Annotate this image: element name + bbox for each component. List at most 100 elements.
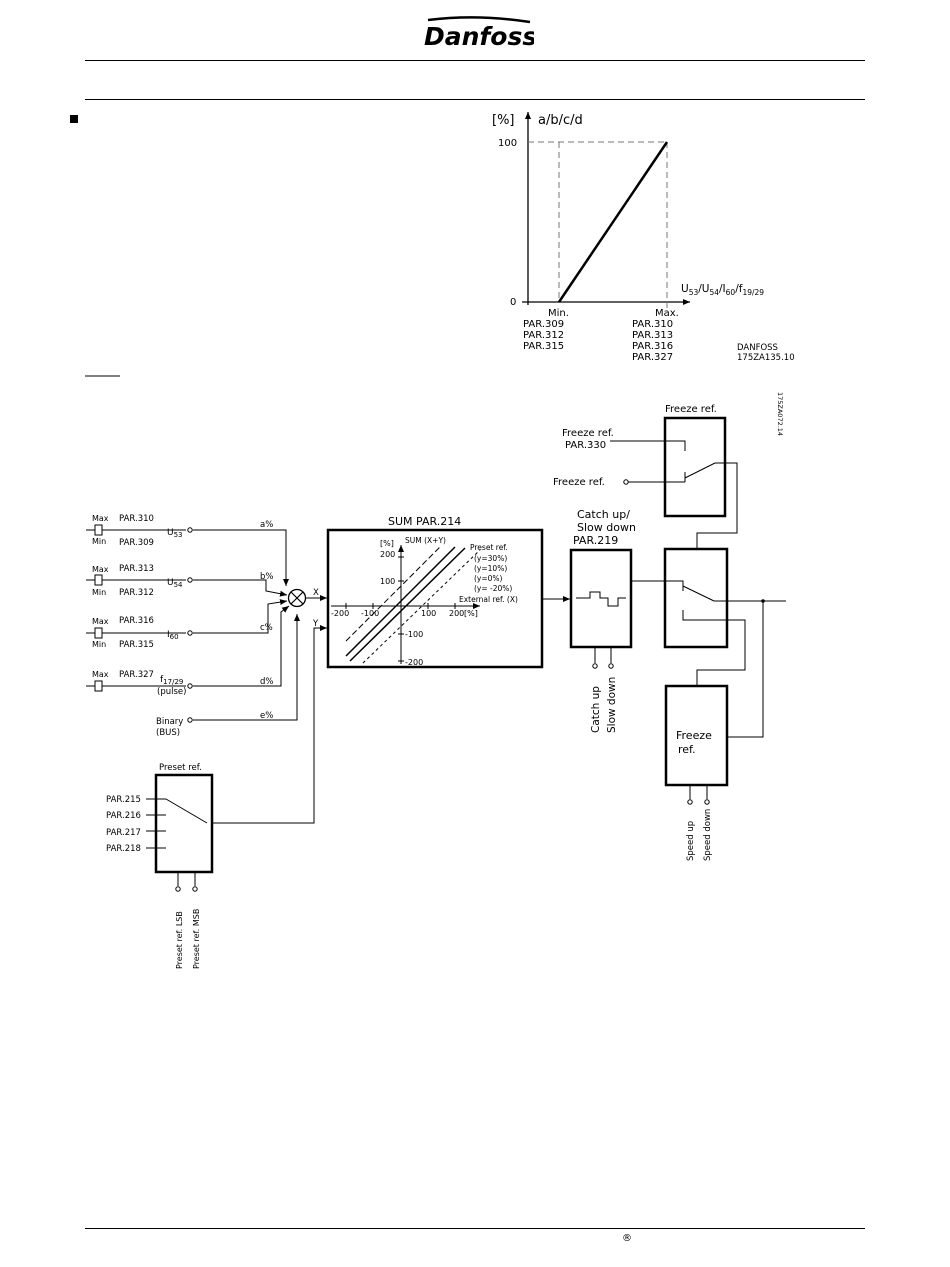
- freeze-lower-line-1: Freeze: [676, 729, 712, 742]
- binary-label-1: Binary: [156, 717, 183, 727]
- terminal-icon: [608, 663, 614, 669]
- input-par-max: PAR.316: [119, 616, 154, 626]
- sum-preset-value: (y=0%): [474, 574, 503, 583]
- terminal-icon: [704, 799, 710, 805]
- input-min: Min: [92, 588, 106, 597]
- junction-wiring: [193, 529, 327, 824]
- freeze-ref-top-block: Freeze ref. Freeze ref. PAR.330 Freeze r…: [553, 404, 738, 549]
- logo-text: Danfoss: [424, 22, 534, 51]
- preset-par: PAR.218: [106, 844, 141, 854]
- preset-par: PAR.217: [106, 828, 141, 838]
- input-pct: b%: [260, 572, 273, 582]
- catchup-title-1: Catch up/: [577, 508, 630, 521]
- catchup-waveform-icon: [576, 591, 626, 607]
- terminal-icon: [175, 886, 181, 892]
- freeze-lower-line-2: ref.: [678, 743, 696, 756]
- graph-min-par: PAR.312: [523, 330, 564, 341]
- footer-rule: [85, 1228, 865, 1229]
- input-pct: d%: [260, 677, 273, 687]
- registered-mark: ®: [622, 1233, 632, 1244]
- input-min: Min: [92, 640, 106, 649]
- sum-block: SUM PAR.214 [%] SUM (X+Y) 200 100 -100 -…: [326, 515, 544, 669]
- header-rule-bottom: [85, 99, 865, 100]
- input-terminal: f17/29: [160, 675, 183, 686]
- input-max: Max: [92, 670, 109, 679]
- input-channel-1: Max Min PAR.310 PAR.309 U53 a%: [86, 514, 273, 548]
- sum-line-y30: [345, 546, 441, 642]
- preset-title: Preset ref.: [159, 763, 202, 773]
- sum-x-tick: 100: [421, 609, 436, 618]
- graph-y-unit: [%]: [492, 113, 515, 128]
- sum-preset-value: (y= -20%): [474, 584, 512, 593]
- graph-min-label: Min.: [548, 308, 569, 319]
- graph-y-tick-100: 100: [498, 138, 517, 149]
- sum-y-tick: -100: [405, 630, 423, 639]
- graph-max-par: PAR.327: [632, 352, 673, 363]
- input-slider-icon: [94, 627, 103, 639]
- sum-input-x-label: X: [313, 588, 319, 598]
- terminal-icon: [187, 527, 193, 533]
- preset-msb-label: Preset ref. MSB: [192, 909, 201, 969]
- header-rule-top: [85, 60, 865, 61]
- input-pct: a%: [260, 520, 273, 530]
- sum-preset-title: Preset ref.: [470, 543, 508, 552]
- graph-max-par: PAR.316: [632, 341, 673, 352]
- input-slider-icon: [94, 574, 103, 586]
- sum-line-y0: [349, 547, 466, 662]
- freeze-top-title: Freeze ref.: [665, 404, 717, 415]
- input-channel-2: Max Min PAR.313 PAR.312 U54 b%: [86, 564, 273, 598]
- terminal-icon: [192, 886, 198, 892]
- sum-input-y-label: Y: [312, 619, 319, 629]
- preset-par: PAR.216: [106, 811, 141, 821]
- input-min: Min: [92, 537, 106, 546]
- graph-scaling-line: [557, 141, 669, 303]
- input-max: Max: [92, 565, 109, 574]
- input-slider-icon: [94, 524, 103, 536]
- graph-max-par: PAR.310: [632, 319, 673, 330]
- input-par-max: PAR.327: [119, 670, 154, 680]
- catchup-label: Catch up: [590, 686, 602, 733]
- speed-down-label: Speed down: [703, 809, 713, 861]
- input-channel-3: Max Min PAR.316 PAR.315 I60 c%: [86, 616, 273, 650]
- input-slider-icon: [94, 680, 103, 692]
- input-channel-4: Max PAR.327 f17/29 (pulse) d%: [86, 670, 273, 697]
- preset-lsb-label: Preset ref. LSB: [175, 911, 184, 969]
- sum-unit: [%]: [380, 539, 394, 548]
- freeze-top-label-2: PAR.330: [565, 440, 606, 451]
- binary-label-2: (BUS): [156, 728, 180, 738]
- terminal-icon: [687, 799, 693, 805]
- graph-min-par: PAR.309: [523, 319, 564, 330]
- sum-title: SUM PAR.214: [388, 515, 461, 528]
- input-par-max: PAR.313: [119, 564, 154, 574]
- graph-max-par: PAR.313: [632, 330, 673, 341]
- binary-pct: e%: [260, 711, 273, 721]
- preset-ref-block: Preset ref. PAR.215 PAR.216 PAR.217 PAR.…: [106, 763, 214, 969]
- preset-par: PAR.215: [106, 795, 141, 805]
- speed-up-label: Speed up: [686, 821, 696, 861]
- sum-x-tick: -200: [331, 609, 349, 618]
- freeze-top-label-1: Freeze ref.: [562, 428, 614, 439]
- input-terminal: U53: [167, 528, 183, 539]
- input-max: Max: [92, 514, 109, 523]
- sum-preset-value: (y=30%): [474, 554, 507, 563]
- sum-y-tick: 100: [380, 577, 395, 586]
- slowdown-label: Slow down: [606, 677, 618, 733]
- input-terminal: I60: [167, 630, 179, 641]
- freeze-ref-lower-block: Freeze ref. Speed up Speed down: [664, 601, 764, 861]
- sum-y-tick: 200: [380, 550, 395, 559]
- terminal-icon: [592, 663, 598, 669]
- input-terminal-note: (pulse): [157, 687, 186, 697]
- freeze-top-switch: [684, 462, 716, 479]
- sum-axis-title: SUM (X+Y): [405, 536, 446, 545]
- graph-code-line1: DANFOSS: [737, 343, 778, 353]
- ref-switch-blade: [682, 585, 715, 602]
- graph-x-label: U53/U54/I60/f19/29: [681, 283, 764, 297]
- catchup-title-3: PAR.219: [573, 534, 618, 547]
- diagram-code: 175ZA072.14: [776, 392, 784, 436]
- sum-x-tick: -100: [361, 609, 379, 618]
- graph-max-label: Max.: [655, 308, 679, 319]
- input-par-min: PAR.315: [119, 640, 154, 650]
- graph-min-par: PAR.315: [523, 341, 564, 352]
- sum-external-label: External ref. (X): [459, 595, 518, 604]
